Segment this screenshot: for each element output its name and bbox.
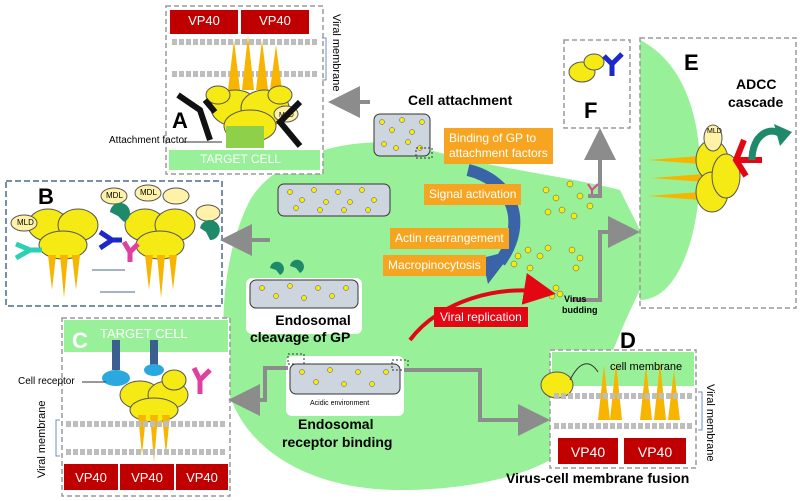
cell-membrane-label: cell membrane xyxy=(610,361,683,373)
gp-spikes xyxy=(48,255,177,298)
budding-label: budding xyxy=(562,305,598,315)
membrane-bracket xyxy=(55,419,60,457)
mld-domain xyxy=(703,124,723,152)
gp-trimer xyxy=(695,139,741,213)
vp40-block xyxy=(624,438,686,464)
replication-arrow xyxy=(408,273,556,342)
fusion-loop xyxy=(569,363,599,381)
panel-c-letter: C xyxy=(72,328,88,353)
actin-rearrangement-label: Actin rearrangement xyxy=(390,228,509,249)
adcc-arrowhead xyxy=(774,124,792,146)
acidic-environment-label: Acidic environment xyxy=(310,400,370,407)
target-cell-band xyxy=(64,320,228,352)
antibody xyxy=(602,52,624,76)
virion xyxy=(277,183,391,217)
vp40-block xyxy=(170,10,238,34)
zoom-marker xyxy=(415,147,433,159)
mld-domain xyxy=(10,214,38,232)
viral-replication-label: Viral replication xyxy=(434,307,528,327)
panel-b-letter: B xyxy=(38,184,54,209)
mdl-domain xyxy=(134,184,162,202)
arrow-to-panel-f xyxy=(584,128,616,198)
vp40-block xyxy=(176,464,228,490)
attachment-factor xyxy=(226,126,264,148)
binding-step-label: Binding of GP to attachment factors xyxy=(444,128,553,164)
macropinocytosis-label: Macropinocytosis xyxy=(383,255,486,276)
vp40-label: VP40 xyxy=(570,444,606,460)
gp-head xyxy=(583,53,605,71)
budding-particles xyxy=(506,180,594,300)
target-cell-band xyxy=(169,150,320,170)
vp40-block xyxy=(64,464,118,490)
signal-activation-label: Signal activation xyxy=(424,184,522,205)
panel-e-letter: E xyxy=(684,50,699,75)
cell-membrane-band xyxy=(552,352,694,386)
gp-spikes xyxy=(648,156,704,200)
viral-membrane-label: Viral membrane xyxy=(330,14,342,92)
virion xyxy=(373,113,431,157)
vp40-block xyxy=(241,10,309,34)
entry-pathway-arrowhead xyxy=(482,250,514,284)
membrane-bilayer xyxy=(66,421,226,455)
cell-receptor-label: Cell receptor xyxy=(18,376,75,387)
cathepsin-icon xyxy=(290,259,304,273)
mld-label: MLD xyxy=(707,128,722,135)
membrane-bilayer xyxy=(554,393,692,429)
cathepsin-icon xyxy=(270,261,284,275)
zoom-marker xyxy=(287,353,305,365)
cell-receptor xyxy=(102,340,164,386)
vp40-label: VP40 xyxy=(131,470,163,485)
arrow-to-panel-c xyxy=(228,366,288,416)
zoom-marker xyxy=(391,359,409,371)
virus-label: Virus xyxy=(564,294,587,304)
virion xyxy=(249,279,359,309)
virion xyxy=(289,363,401,395)
vp40-block xyxy=(120,464,174,490)
panel-a-letter: A xyxy=(172,108,188,133)
vp40-label: VP40 xyxy=(188,13,220,28)
cleavage-of-gp-label: cleavage of GP xyxy=(250,329,351,345)
virus-cell-fusion-caption: Virus-cell membrane fusion xyxy=(506,470,690,486)
viral-membrane-label: Viral membrane xyxy=(704,384,716,462)
cathepsin-icon xyxy=(200,220,220,240)
antibody xyxy=(14,229,140,262)
target-cell-label: TARGET CELL xyxy=(100,326,188,341)
cathepsin-icon xyxy=(110,202,130,222)
membrane-bracket xyxy=(322,37,327,81)
gp-spikes xyxy=(228,35,282,90)
mld-label: MLD xyxy=(17,218,34,227)
arrow-to-panel-e xyxy=(572,216,640,302)
panel-e-frame xyxy=(639,37,797,309)
adcc-label: ADCC xyxy=(736,76,777,92)
vp40-label: VP40 xyxy=(637,444,673,460)
binding-line-1: Binding of GP to xyxy=(449,131,537,145)
antibody xyxy=(176,92,303,148)
viral-membrane-label: Viral membrane xyxy=(36,400,48,478)
panel-d-letter: D xyxy=(620,328,636,353)
receptor-binding-label: receptor binding xyxy=(282,434,393,450)
mdl-domain xyxy=(100,187,128,205)
arrow-to-panel-d xyxy=(404,368,550,436)
cascade-label: cascade xyxy=(728,94,784,110)
mdl-label: MDL xyxy=(140,188,157,197)
endosomal-receptor-label: Endosomal xyxy=(298,416,374,432)
attachment-factor-label: Attachment factor xyxy=(109,135,188,146)
mld-domain-free xyxy=(195,204,221,222)
mdl-label: MDL xyxy=(106,191,123,200)
vp40-label: VP40 xyxy=(75,470,107,485)
cell-bulge-e xyxy=(640,40,700,300)
endosomal-cleavage-label: Endosomal xyxy=(275,312,351,328)
vp40-label: VP40 xyxy=(186,470,218,485)
binding-line-2: attachment factors xyxy=(449,146,548,160)
membrane-bracket xyxy=(698,391,703,431)
target-cell-label: TARGET CELL xyxy=(200,152,281,166)
panel-f-letter: F xyxy=(584,98,598,123)
antibody xyxy=(191,366,212,394)
mld-domain-free xyxy=(162,187,190,205)
vp40-label: VP40 xyxy=(259,13,291,28)
cell-attachment-label: Cell attachment xyxy=(408,92,513,108)
vp40-block xyxy=(558,438,618,464)
gp-trimer xyxy=(27,208,196,260)
